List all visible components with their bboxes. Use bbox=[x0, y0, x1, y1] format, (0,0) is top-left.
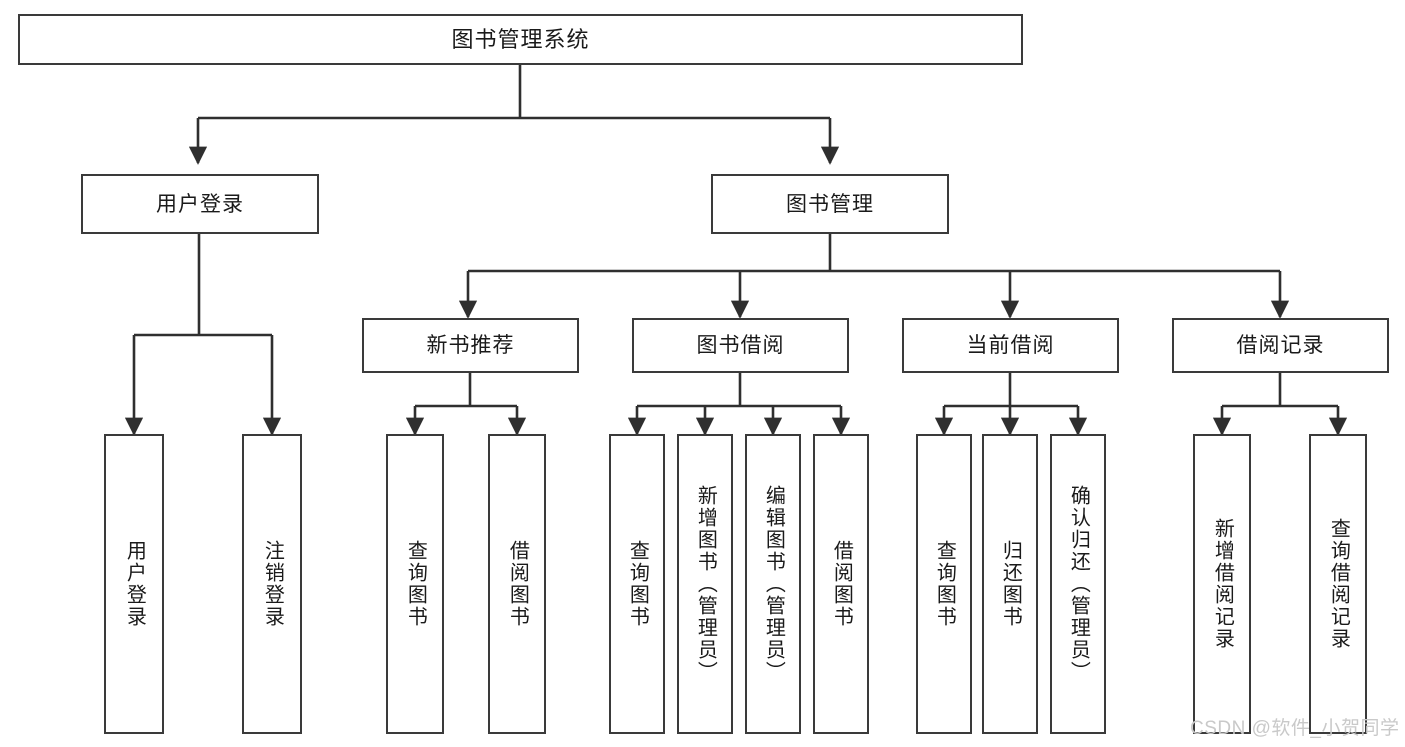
node-book-borrow-label: 图书借阅 bbox=[696, 334, 785, 357]
node-current-borrow-label: 当前借阅 bbox=[966, 334, 1055, 357]
node-book-borrow[interactable]: 图书借阅 bbox=[632, 318, 849, 373]
node-user-login[interactable]: 用户登录 bbox=[81, 174, 319, 234]
leaf-query-record-label: 查询借阅记录 bbox=[1327, 518, 1350, 650]
leaf-add-record[interactable]: 新增借阅记录 bbox=[1193, 434, 1251, 734]
node-current-borrow[interactable]: 当前借阅 bbox=[902, 318, 1119, 373]
leaf-confirm-return[interactable]: 确认归还（管理员） bbox=[1050, 434, 1106, 734]
leaf-edit-book[interactable]: 编辑图书（管理员） bbox=[745, 434, 801, 734]
leaf-return-book[interactable]: 归还图书 bbox=[982, 434, 1038, 734]
leaf-add-record-label: 新增借阅记录 bbox=[1211, 518, 1234, 650]
leaf-query-book-2-label: 查询图书 bbox=[626, 540, 649, 628]
csdn-watermark: CSDN @软件_小贺同学 bbox=[1190, 718, 1400, 739]
node-book-manage-label: 图书管理 bbox=[786, 192, 874, 216]
leaf-query-record[interactable]: 查询借阅记录 bbox=[1309, 434, 1367, 734]
leaf-add-book-label: 新增图书（管理员） bbox=[694, 485, 717, 683]
leaf-borrow-book-1-label: 借阅图书 bbox=[506, 540, 529, 628]
node-borrow-record-label: 借阅记录 bbox=[1236, 334, 1325, 357]
node-borrow-record[interactable]: 借阅记录 bbox=[1172, 318, 1389, 373]
leaf-add-book[interactable]: 新增图书（管理员） bbox=[677, 434, 733, 734]
node-new-book-recommend[interactable]: 新书推荐 bbox=[362, 318, 579, 373]
leaf-user-login-label: 用户登录 bbox=[123, 540, 146, 628]
leaf-query-book-2[interactable]: 查询图书 bbox=[609, 434, 665, 734]
leaf-query-book-3-label: 查询图书 bbox=[933, 540, 956, 628]
node-user-login-label: 用户登录 bbox=[156, 192, 244, 216]
leaf-logout-login[interactable]: 注销登录 bbox=[242, 434, 302, 734]
leaf-return-book-label: 归还图书 bbox=[999, 540, 1022, 628]
leaf-borrow-book-1[interactable]: 借阅图书 bbox=[488, 434, 546, 734]
leaf-confirm-return-label: 确认归还（管理员） bbox=[1067, 485, 1090, 683]
node-book-manage[interactable]: 图书管理 bbox=[711, 174, 949, 234]
node-root-label: 图书管理系统 bbox=[451, 26, 590, 52]
leaf-query-book-3[interactable]: 查询图书 bbox=[916, 434, 972, 734]
leaf-edit-book-label: 编辑图书（管理员） bbox=[762, 485, 785, 683]
node-new-book-recommend-label: 新书推荐 bbox=[426, 334, 515, 357]
leaf-query-book-1[interactable]: 查询图书 bbox=[386, 434, 444, 734]
leaf-logout-login-label: 注销登录 bbox=[261, 540, 284, 628]
leaf-query-book-1-label: 查询图书 bbox=[404, 540, 427, 628]
node-root[interactable]: 图书管理系统 bbox=[18, 14, 1023, 65]
leaf-borrow-book-2-label: 借阅图书 bbox=[830, 540, 853, 628]
leaf-user-login[interactable]: 用户登录 bbox=[104, 434, 164, 734]
leaf-borrow-book-2[interactable]: 借阅图书 bbox=[813, 434, 869, 734]
